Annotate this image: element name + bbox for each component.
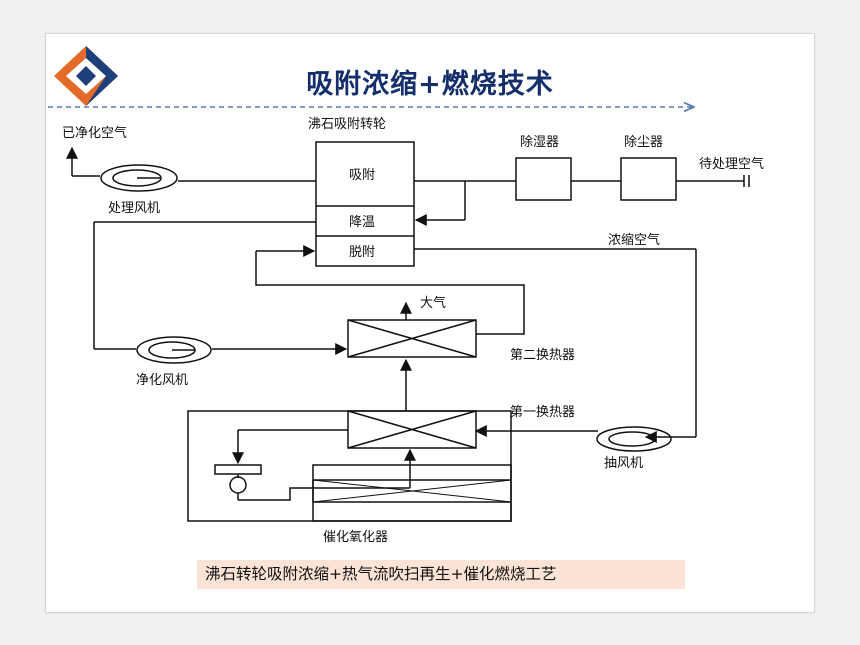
label-dehumidifier: 除湿器 bbox=[520, 135, 559, 150]
label-second-heat-exchanger: 第二换热器 bbox=[510, 348, 575, 363]
slide bbox=[45, 33, 815, 613]
page-title: 吸附浓缩+燃烧技术 bbox=[306, 69, 554, 100]
label-atmosphere: 大气 bbox=[420, 295, 446, 311]
label-dust-remover: 除尘器 bbox=[624, 135, 663, 150]
label-process-fan: 处理风机 bbox=[108, 201, 160, 216]
label-untreated-air: 待处理空气 bbox=[699, 156, 764, 172]
catalyst-bed bbox=[312, 464, 512, 522]
purify-fan-icon bbox=[136, 336, 212, 364]
exhaust-fan-icon bbox=[596, 426, 672, 452]
dust-remover-box bbox=[620, 157, 677, 201]
dehumidifier-box bbox=[515, 157, 572, 201]
label-first-heat-exchanger: 第一换热器 bbox=[510, 405, 575, 420]
label-desorption: 脱附 bbox=[349, 245, 375, 260]
second-heat-exchanger-box bbox=[347, 319, 477, 358]
label-adsorption: 吸附 bbox=[349, 168, 375, 183]
label-catalytic-oxidizer: 催化氧化器 bbox=[323, 530, 388, 545]
label-cooling: 降温 bbox=[349, 215, 375, 230]
label-clean-air: 已净化空气 bbox=[62, 125, 127, 141]
label-zeolite-wheel: 沸石吸附转轮 bbox=[308, 117, 386, 132]
process-fan-icon bbox=[100, 164, 178, 192]
label-concentrated-air: 浓缩空气 bbox=[608, 232, 660, 248]
caption-banner: 沸石转轮吸附浓缩+热气流吹扫再生+催化燃烧工艺 bbox=[197, 560, 685, 589]
logo-icon bbox=[54, 46, 118, 106]
label-purify-fan: 净化风机 bbox=[136, 373, 188, 388]
catalytic-oxidizer-box bbox=[187, 410, 512, 522]
label-exhaust-fan: 抽风机 bbox=[604, 456, 643, 471]
burner-icon bbox=[214, 464, 262, 475]
zeolite-wheel-block bbox=[315, 141, 415, 267]
